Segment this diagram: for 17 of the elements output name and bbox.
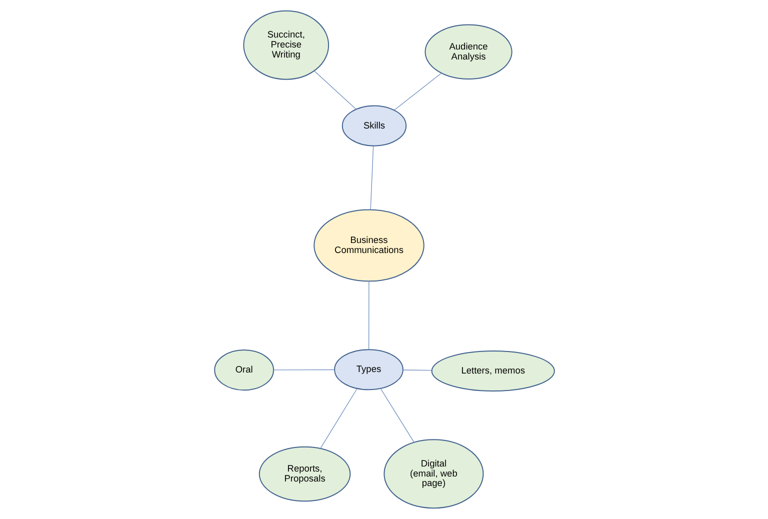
- connector: [313, 70, 356, 110]
- connector: [393, 72, 442, 110]
- node-ellipse: Reports, Proposals: [258, 446, 350, 502]
- node-ellipse: Oral: [214, 350, 274, 391]
- node-ellipse: Skills: [341, 105, 406, 146]
- node-ellipse: Types: [334, 349, 403, 390]
- node-ellipse: Succinct, Precise Writing: [242, 10, 329, 80]
- connector: [402, 370, 432, 371]
- node-ellipse: Letters, memos: [430, 350, 554, 392]
- connector: [320, 388, 357, 449]
- connector: [380, 388, 414, 443]
- connector: [370, 146, 374, 210]
- connector: [272, 369, 334, 370]
- node-ellipse: Business Communications: [313, 209, 424, 282]
- node-ellipse: Audience Analysis: [424, 24, 512, 80]
- node-ellipse: Digital (email, web page): [383, 439, 484, 509]
- connector: [368, 280, 369, 350]
